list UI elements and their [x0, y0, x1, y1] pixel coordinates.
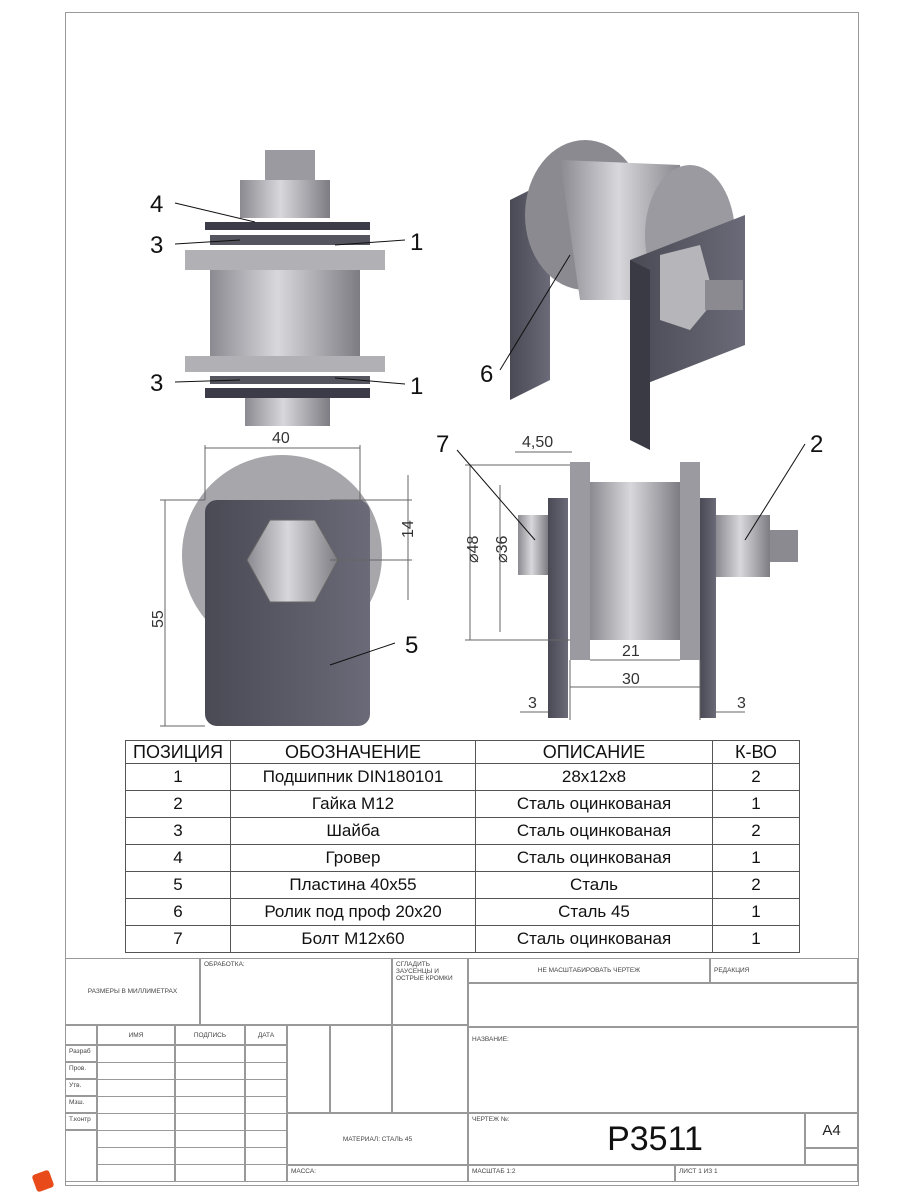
callout-6: 6 — [480, 361, 493, 388]
role-tech-control: Т.контр — [65, 1113, 97, 1130]
drawing-views: 4 3 1 3 1 6 40 55 14 5 4,50 ⌀48 ⌀36 21 3… — [150, 140, 823, 727]
column-signature: ПОДПИСЬ — [175, 1025, 245, 1045]
no-scale-note: НЕ МАСШТАБИРОВАТЬ ЧЕРТЕЖ — [468, 958, 710, 983]
cell: 2 — [125, 790, 231, 818]
callout-3: 3 — [150, 370, 163, 397]
cell: Сталь — [475, 871, 713, 899]
callout-1: 1 — [410, 373, 423, 400]
cell: 3 — [125, 817, 231, 845]
cell: 2 — [712, 871, 800, 899]
role-checker: Пров. — [65, 1062, 97, 1079]
cell: 2 — [712, 817, 800, 845]
dim-14: 14 — [400, 520, 417, 538]
cell: Гровер — [230, 844, 476, 872]
cell: Шайба — [230, 817, 476, 845]
front-view: 4 3 1 3 1 — [150, 150, 423, 426]
empty-cell — [805, 1148, 858, 1165]
cell: Пластина 40x55 — [230, 871, 476, 899]
cell: 1 — [125, 763, 231, 791]
header-position: ПОЗИЦИЯ — [125, 740, 231, 764]
material: МАТЕРИАЛ: СТАЛЬ 45 — [287, 1113, 468, 1165]
dim-40: 40 — [272, 430, 290, 447]
cell: 6 — [125, 898, 231, 926]
empty-cell — [65, 1130, 97, 1182]
isometric-view: 6 — [480, 140, 745, 450]
cell: Сталь оцинкованая — [475, 844, 713, 872]
dim-3-right: 3 — [737, 695, 746, 712]
header-designation: ОБОЗНАЧЕНИЕ — [230, 740, 476, 764]
callout-5: 5 — [405, 632, 418, 659]
empty-cell — [468, 983, 858, 1027]
dim-d48: ⌀48 — [465, 535, 482, 563]
dim-3-left: 3 — [528, 695, 537, 712]
role-developer: Разраб — [65, 1045, 97, 1062]
callout-7: 7 — [436, 431, 449, 458]
signature-cells — [175, 1045, 245, 1182]
cell: Сталь оцинкованая — [475, 790, 713, 818]
cell: 7 — [125, 925, 231, 953]
column-date: ДАТА — [245, 1025, 287, 1045]
finish-label: ОБРАБОТКА: — [200, 958, 392, 1025]
dim-30: 30 — [622, 671, 640, 688]
name-cells — [97, 1045, 175, 1182]
revision-label: РЕДАКЦИЯ — [710, 958, 858, 983]
empty-cell — [392, 1025, 468, 1113]
mass-label: МАССА: — [287, 1165, 468, 1182]
dim-55: 55 — [150, 610, 167, 628]
cell: 2 — [712, 763, 800, 791]
cell: Сталь 45 — [475, 898, 713, 926]
cell: 28x12x8 — [475, 763, 713, 791]
cell: 5 — [125, 871, 231, 899]
role-approver: Утв. — [65, 1079, 97, 1096]
dim-4-50: 4,50 — [522, 434, 553, 451]
callout-4: 4 — [150, 191, 163, 218]
sheet-format: A4 — [805, 1113, 858, 1148]
drawing-sheet — [65, 12, 859, 1186]
drawing-number: P3511 — [607, 1119, 703, 1158]
empty-cell — [65, 1025, 97, 1045]
cell: Сталь оцинкованая — [475, 817, 713, 845]
dim-d36: ⌀36 — [494, 535, 511, 563]
callout-2: 2 — [810, 431, 823, 458]
brand-logo-icon — [31, 1169, 55, 1193]
role-mfg: Мзш. — [65, 1096, 97, 1113]
cell: 1 — [712, 790, 800, 818]
dim-21: 21 — [622, 643, 640, 660]
empty-cell — [287, 1025, 330, 1113]
cell: Ролик под проф 20x20 — [230, 898, 476, 926]
column-name: ИМЯ — [97, 1025, 175, 1045]
top-view: 4,50 ⌀48 ⌀36 21 30 3 3 7 2 — [436, 431, 823, 720]
callout-1: 1 — [410, 229, 423, 256]
cell: Подшипник DIN180101 — [230, 763, 476, 791]
callout-3: 3 — [150, 232, 163, 259]
cell: Гайка М12 — [230, 790, 476, 818]
cell: Сталь оцинкованая — [475, 925, 713, 953]
cell: 1 — [712, 925, 800, 953]
scale-label: МАСШТАБ 1:2 — [468, 1165, 675, 1182]
side-view: 40 55 14 5 — [150, 430, 418, 727]
header-description: ОПИСАНИЕ — [475, 740, 713, 764]
date-cells — [245, 1045, 287, 1182]
table-header: ПОЗИЦИЯ ОБОЗНАЧЕНИЕ ОПИСАНИЕ К-ВО — [125, 740, 800, 764]
cell: Болт М12x60 — [230, 925, 476, 953]
title-label: НАЗВАНИЕ: — [468, 1027, 858, 1113]
drawing-number-label: ЧЕРТЕЖ №: — [468, 1113, 805, 1165]
cell: 1 — [712, 844, 800, 872]
header-quantity: К-ВО — [712, 740, 800, 764]
cell: 4 — [125, 844, 231, 872]
empty-cell — [330, 1025, 392, 1113]
cell: 1 — [712, 898, 800, 926]
units-note: РАЗМЕРЫ В МИЛЛИМЕТРАХ — [65, 958, 200, 1025]
sheet-count: ЛИСТ 1 ИЗ 1 — [675, 1165, 858, 1182]
deburr-note: СГЛАДИТЬ ЗАУСЕНЦЫ И ОСТРЫЕ КРОМКИ — [392, 958, 468, 1025]
